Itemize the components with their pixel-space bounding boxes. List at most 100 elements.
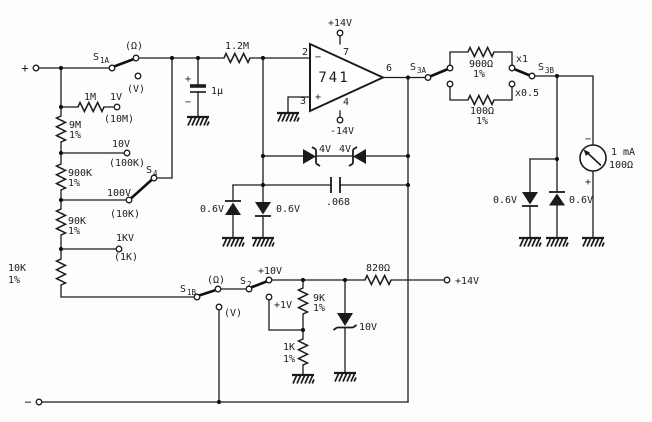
tap-100v-contact [125,196,133,204]
input-clamp-diodes: 0.6V 0.6V [200,200,300,217]
junction-dots [58,55,560,405]
resistor-1m-label: 1M [84,92,96,103]
ground-icon [220,236,246,248]
vminus-terminal [336,116,344,124]
meter-clamp-left-label: 0.6V [493,195,517,206]
s1a-volt-contact [134,72,142,80]
cap-068-label: .068 [326,197,350,208]
labels: + − S 1A (Ω) (V) 1M 1V (10M) 9M 1% 10V (… [8,18,555,409]
tap-100v-range: (10K) [110,209,140,220]
s1a-volt-label: (V) [127,84,145,95]
tap-1kv-contact [115,245,123,253]
zener-10v-label: 10V [359,322,377,333]
cap-plus-sign: + [185,74,191,85]
feedback-capacitor-068: .068 [326,177,350,208]
opamp-inv-sign: − [315,52,321,63]
ground-icon [185,115,211,127]
s2-1v-label: +1V [274,300,292,311]
ground-icon [580,236,606,248]
s2-10v-label: +10V [258,266,282,277]
ground-icon [332,371,358,383]
switch-s1a-sub: 1A [100,56,110,65]
tap-1v-range: (10M) [104,114,134,125]
switch-s4-sub: 4 [153,169,158,178]
switch-arms [112,57,532,297]
s1b-ohm-label: (Ω) [207,275,225,286]
s3a-x1-contact [446,64,454,72]
s1b-common-contact [193,293,201,301]
switch-s2-arm [249,280,268,289]
resistor-1k-symbol [297,338,309,366]
s1a-ohm-label: (Ω) [125,41,143,52]
meter-clamp-diodes: 0.6V 0.6V [493,191,593,207]
meter-clamp-right-label: 0.6V [569,195,593,206]
tap-1v-label: 1V [110,92,122,103]
ground-icon [544,236,570,248]
tap-1kv-range: (1K) [114,252,138,263]
ground-icon [290,373,316,385]
switch-s1a-arm [112,57,136,68]
meter-resistance-label: 100Ω [609,160,633,171]
minus-input-terminal [35,398,43,406]
pin2-label: 2 [302,47,308,58]
gain-x1-label: x1 [516,54,528,65]
switch-s1b-arm [197,288,218,297]
clamp-06v-right-label: 0.6V [276,204,300,215]
ground-icon [275,111,301,123]
tap-10v-contact [123,149,131,157]
cap-minus-sign: − [185,97,191,108]
switch-s2-sub: 2 [247,280,252,289]
circuit-wiring [38,36,594,403]
resistor-1p2m-label: 1.2M [225,41,249,52]
resistor-1k-tol: 1% [283,354,295,365]
resistor-900k-label: 900K [68,168,92,179]
switch-s1b-sub: 1B [187,288,197,297]
resistor-1p2m-symbol [223,52,251,64]
resistor-9k-symbol [297,287,309,315]
switch-s2-label: S [240,276,246,287]
resistor-9m-tol: 1% [69,130,81,141]
minus-input-label: − [24,395,31,409]
resistor-9k-tol: 1% [313,303,325,314]
meter-plus-sign: + [585,177,591,188]
switch-s4-label: S [146,165,152,176]
tap-100v-label: 100V [107,188,131,199]
meter-minus-sign: − [585,134,591,145]
resistor-10k-tol: 1% [8,275,20,286]
vminus-label: -14V [330,126,354,137]
resistor-90k-tol: 1% [68,226,80,237]
switch-s4-arm [130,178,154,199]
s1b-ohm-contact [214,285,222,293]
opamp-noninv-sign: + [315,92,321,103]
s1a-ohm-contact [132,54,140,62]
ground-symbols [185,111,606,385]
s2-1v-contact [265,293,273,301]
resistor-1k-label: 1K [283,342,295,353]
resistor-1m-symbol [77,101,105,113]
switch-s3b-label: S [538,62,544,73]
switch-s3a-label: S [410,62,416,73]
vplus-terminal [336,29,344,37]
resistor-900k-tol: 1% [68,178,80,189]
s3b-common-contact [528,72,536,80]
s2-10v-contact [265,276,273,284]
s1a-common-contact [108,64,116,72]
input-capacitor-1u: + − 1µ [185,74,223,108]
resistor-10k-label: 10K [8,263,26,274]
switch-s1b-label: S [180,284,186,295]
resistor-900k-symbol [55,163,67,191]
vplus-right-label: +14V [455,276,479,287]
resistor-820ohm-symbol [364,274,392,286]
s3b-x1-contact [508,64,516,72]
tap-1v-contact [113,103,121,111]
meter-needle-icon [585,150,602,167]
switch-s3a-sub: 3A [417,66,427,75]
s4-pivot-contact [150,174,158,182]
s1b-volt-label: (V) [224,308,242,319]
vplus-label: +14V [328,18,352,29]
resistor-9k-label: 9K [313,293,325,304]
resistor-9m-symbol [55,115,67,143]
s3a-x05-contact [446,80,454,88]
